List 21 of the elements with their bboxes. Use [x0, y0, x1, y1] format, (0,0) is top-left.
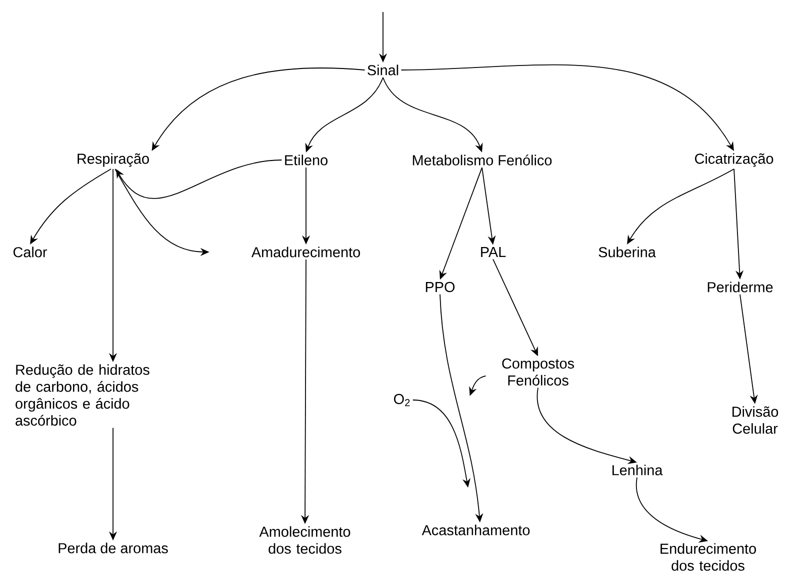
node-label: Divisão Celular — [732, 406, 778, 434]
node-label: Amadurecimento — [251, 246, 360, 258]
arrow — [116, 160, 282, 199]
node-label: O$_{2}$ — [394, 394, 410, 406]
node-label: Etileno — [285, 154, 328, 166]
node-label: PPO — [426, 282, 455, 292]
node-label: Metabolismo Fenólico — [412, 154, 552, 166]
node-label: Acastanhamento — [422, 524, 530, 536]
node-label: Lenhina — [612, 464, 663, 476]
node-label: Compostos Fenólicos — [502, 358, 574, 386]
node-label: Respiração — [78, 153, 149, 167]
node-label: Cicatrização — [695, 153, 774, 167]
node-label: PAL — [481, 247, 506, 257]
node-label: Suberina — [598, 246, 656, 258]
node-label: Amolecimento dos tecidos — [259, 526, 350, 554]
node-label: Perda de aromas — [58, 542, 168, 554]
node-label: Sinal — [368, 64, 398, 76]
node-label: Redução de hidratos de carbono, ácidos orgânicos e ácido ascórbico — [16, 364, 150, 426]
node-label: Periderme — [708, 282, 773, 292]
node-label: Calor — [13, 246, 48, 258]
node-label: Endurecimento dos tecidos — [660, 543, 756, 571]
